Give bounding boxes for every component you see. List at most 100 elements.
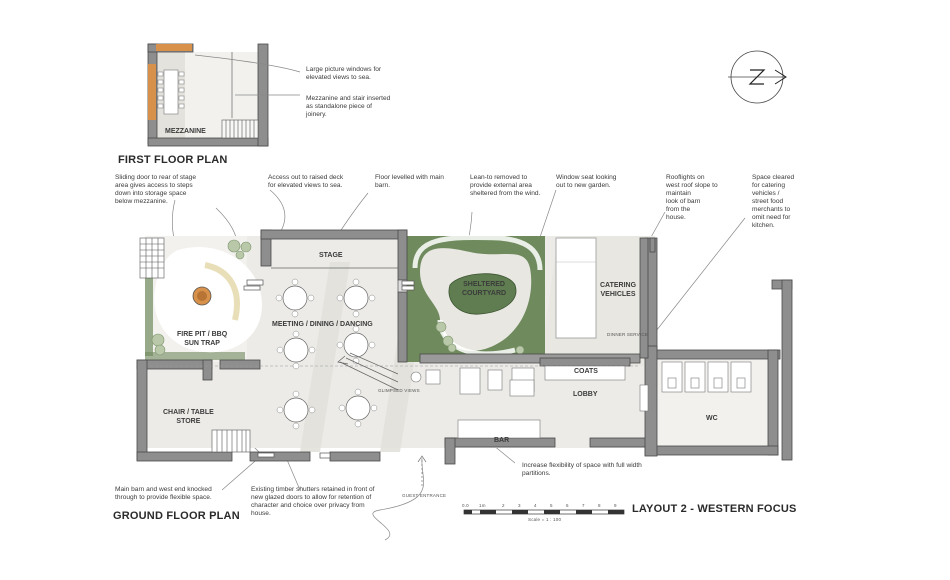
room-fire-pit-line1: FIRE PIT / BBQ [177, 331, 228, 338]
scale-tick-2: 2 [502, 503, 505, 508]
note-leanto-l1: Lean-to removed to [470, 174, 528, 181]
note-sliding: Sliding door to rear of stage area gives… [115, 174, 196, 206]
room-chair-store-line1: CHAIR / TABLE [163, 409, 214, 416]
ground-floor-title: GROUND FLOOR PLAN [113, 510, 240, 522]
note-window-seat: Window seat looking out to new garden. [556, 174, 616, 190]
note-rooflights-l1: Rooflights on [666, 174, 705, 181]
room-stage: STAGE [319, 252, 343, 259]
note-main-barn: Main barn and west end knocked through t… [115, 486, 212, 502]
scale-tick-3: 3 [518, 503, 521, 508]
note-sliding-l1: Sliding door to rear of stage [115, 174, 197, 181]
scale-tick-9: 9 [614, 503, 617, 508]
note-rooflights: Rooflights on west roof slope to maintai… [666, 174, 718, 222]
note-rooflights-l3: maintain [666, 190, 691, 197]
note-sliding-l3: down into storage space [115, 190, 187, 197]
roof-window-side [148, 64, 156, 120]
room-fire-pit-line2: SUN TRAP [184, 340, 220, 347]
lobby-seating [410, 365, 626, 397]
layout-title: LAYOUT 2 - WESTERN FOCUS [632, 503, 797, 515]
note-access: Access out to raised deck for elevated v… [268, 174, 343, 190]
room-courtyard: SHELTERED COURTYARD [462, 280, 506, 298]
note-main-barn-l2: through to provide flexible space. [115, 494, 212, 501]
scale-caption: Scale = 1 : 100 [528, 517, 562, 522]
room-wc: WC [706, 415, 718, 422]
note-space-l3: vehicles / [752, 190, 780, 197]
room-chair-store: CHAIR / TABLE STORE [163, 408, 214, 426]
note-mezz-stair: Mezzanine and stair inserted as standalo… [306, 95, 390, 119]
roof-window-top [156, 44, 192, 51]
dining-tables [275, 278, 378, 430]
note-rooflights-l4: look of barn [666, 198, 701, 205]
note-space-l4: street food [752, 198, 784, 205]
note-flexibility: Increase flexibility of space with full … [522, 462, 642, 478]
shutters [243, 279, 415, 459]
note-rooflights-l2: west roof slope to [666, 182, 718, 189]
note-space-l1: Space cleared [752, 174, 795, 181]
note-shutters: Existing timber shutters retained in fro… [251, 486, 375, 518]
bar-counter [457, 419, 541, 439]
note-sliding-l4: below mezzanine. [115, 198, 168, 205]
note-shutters-l3: character and choice over privacy from [251, 502, 365, 509]
note-leanto-l2: provide external area [470, 182, 532, 189]
storage-stair [211, 429, 251, 453]
note-floor-l1: Floor levelled with main [375, 174, 444, 181]
note-space-l6: omit need for [752, 214, 791, 221]
note-space-l5: merchants to [752, 206, 791, 213]
sheltered-courtyard [405, 234, 545, 362]
scale-tick-4: 4 [534, 503, 537, 508]
note-shutters-l1: Existing timber shutters retained in fro… [251, 486, 375, 493]
scale-tick-1: 1m [479, 503, 486, 508]
note-shutters-l4: house. [251, 510, 271, 517]
label-glimpsed-views: GLIMPSED VIEWS [378, 388, 420, 393]
scale-bar [463, 509, 625, 515]
note-window-seat-l1: Window seat looking [556, 174, 617, 181]
room-catering-line2: VEHICLES [600, 291, 636, 298]
label-dinner-service: DINNER SERVICE [607, 332, 648, 337]
room-mezzanine: MEZZANINE [165, 128, 206, 135]
guest-entrance-arrow [417, 455, 427, 486]
wc-cubicles [639, 361, 752, 412]
room-coats: COATS [574, 368, 598, 375]
room-meeting: MEETING / DINING / DANCING [272, 321, 373, 328]
note-leanto: Lean-to removed to provide external area… [470, 174, 540, 198]
room-courtyard-line1: SHELTERED [463, 281, 505, 288]
note-floor-l2: barn. [375, 182, 391, 189]
room-catering-line1: CATERING [600, 282, 637, 289]
label-guest-entrance: GUEST ENTRANCE [402, 493, 447, 498]
note-shutters-l2: new glazed doors to allow for retention … [251, 494, 372, 501]
note-access-l1: Access out to raised deck [268, 174, 344, 181]
note-space-l2: for catering [752, 182, 785, 189]
note-rooflights-l6: house. [666, 214, 686, 221]
glimpsed-views-arrows [337, 352, 399, 391]
note-floor: Floor levelled with main barn. [375, 174, 444, 190]
room-catering: CATERING VEHICLES [600, 281, 636, 299]
walls [136, 229, 793, 465]
room-lobby: LOBBY [573, 391, 598, 398]
note-mezz-stair-l1: Mezzanine and stair inserted [306, 95, 391, 102]
north-arrow [728, 50, 787, 104]
catering-vehicle-outline [555, 237, 597, 339]
note-window-seat-l2: out to new garden. [556, 182, 611, 189]
note-flexibility-l2: partitions. [522, 470, 551, 477]
note-rooflights-l5: from the [666, 206, 691, 213]
note-space: Space cleared for catering vehicles / st… [752, 174, 794, 230]
room-fire-pit: FIRE PIT / BBQ SUN TRAP [177, 330, 227, 348]
note-windows-l2: elevated views to sea. [306, 74, 371, 81]
note-access-l2: for elevated views to sea. [268, 182, 343, 189]
room-courtyard-line2: COURTYARD [462, 290, 507, 297]
scale-tick-5: 5 [550, 503, 553, 508]
note-main-barn-l1: Main barn and west end knocked [115, 486, 212, 493]
note-sliding-l2: area gives access to steps [115, 182, 193, 189]
note-mezz-stair-l2: as standalone piece of [306, 103, 372, 110]
scale-tick-7: 7 [582, 503, 585, 508]
scale-tick-0: 0.0 [462, 503, 469, 508]
note-space-l7: kitchen. [752, 222, 775, 229]
room-bar: BAR [494, 437, 510, 444]
note-windows-l1: Large picture windows for [306, 66, 382, 73]
note-leanto-l3: sheltered from the wind. [470, 190, 541, 197]
note-mezz-stair-l3: joinery. [306, 111, 327, 118]
note-windows: Large picture windows for elevated views… [306, 66, 381, 82]
mezzanine-stair [221, 119, 259, 139]
room-chair-store-line2: STORE [176, 418, 201, 425]
